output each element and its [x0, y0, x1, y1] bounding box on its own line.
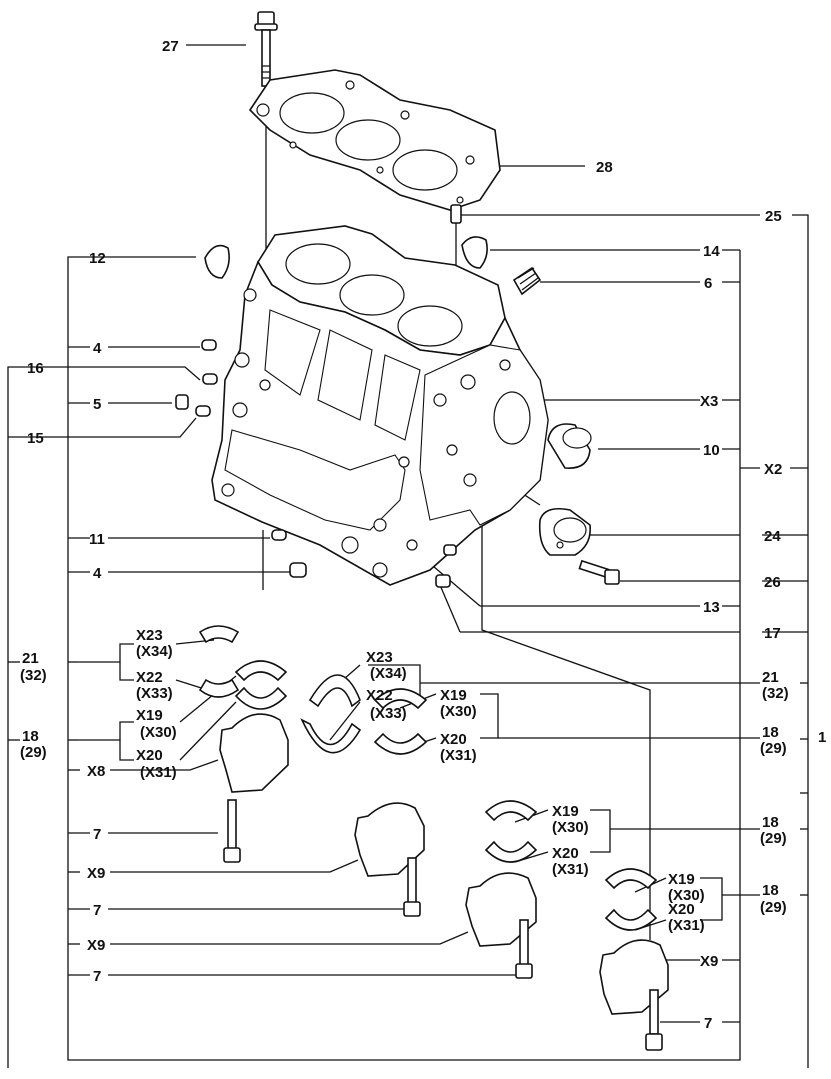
label-X19-left: X19 [136, 707, 163, 724]
label-X31-right: (X31) [668, 917, 705, 934]
label-7-fourth: 7 [704, 1015, 712, 1032]
label-7-second: 7 [93, 902, 101, 919]
thrust-washers-left [198, 625, 240, 698]
label-24: 24 [764, 528, 781, 545]
label-18-right: 18 [762, 882, 779, 899]
label-7-third: 7 [93, 968, 101, 985]
label-28: 28 [596, 159, 613, 176]
label-X31-left: (X31) [140, 764, 177, 781]
label-X34-center: (X34) [370, 665, 407, 682]
label-18-left: 18 [22, 728, 39, 745]
label-X9-first: X9 [87, 865, 105, 882]
label-25: 25 [765, 208, 782, 225]
label-14: 14 [703, 243, 720, 260]
label-21-right: 21 [762, 669, 779, 686]
cap-bolts [223, 799, 663, 1051]
label-1: 1 [818, 729, 826, 746]
label-29-upper: (29) [760, 740, 787, 757]
label-X31-mid: (X31) [552, 861, 589, 878]
label-18-mid: 18 [762, 814, 779, 831]
head-gasket-part [248, 69, 501, 211]
head-bolt-part [254, 11, 278, 87]
label-29-mid: (29) [760, 830, 787, 847]
label-X9-third: X9 [700, 953, 718, 970]
label-X19-mid: X19 [552, 803, 579, 820]
label-18-upper: 18 [762, 724, 779, 741]
label-X20-mid: X20 [552, 845, 579, 862]
cylinder-block-part [211, 225, 549, 586]
threaded-plug-part [512, 266, 542, 296]
label-X19-center: X19 [440, 687, 467, 704]
label-X30-center: (X30) [440, 703, 477, 720]
expansion-plugs [204, 236, 488, 279]
label-15: 15 [27, 430, 44, 447]
label-X20-left: X20 [136, 747, 163, 764]
label-X34-left: (X34) [136, 643, 173, 660]
label-X30-right: (X30) [668, 887, 705, 904]
small-plugs [175, 339, 457, 588]
label-X31-center: (X31) [440, 747, 477, 764]
bearing-caps [219, 713, 669, 1015]
label-21-left: 21 [22, 650, 39, 667]
label-7-first: 7 [93, 826, 101, 843]
label-X33-left: (X33) [136, 685, 173, 702]
bearing-housing-part [538, 507, 620, 585]
label-26: 26 [764, 574, 781, 591]
label-16: 16 [27, 360, 44, 377]
label-X30-mid: (X30) [552, 819, 589, 836]
label-6: 6 [704, 275, 712, 292]
label-32-left: (32) [20, 667, 47, 684]
label-12: 12 [89, 250, 106, 267]
bearing-shells [234, 660, 658, 931]
label-27: 27 [162, 38, 179, 55]
label-X30-left: (X30) [140, 724, 177, 741]
bushing-part [547, 423, 592, 469]
thrust-washer-center [300, 674, 362, 754]
label-X19-right: X19 [668, 871, 695, 888]
label-X9-second: X9 [87, 937, 105, 954]
label-17: 17 [764, 625, 781, 642]
label-29-right: (29) [760, 899, 787, 916]
label-X23-center: X23 [366, 649, 393, 666]
label-X22-center: X22 [366, 687, 393, 704]
label-X8: X8 [87, 763, 105, 780]
label-4-bottom: 4 [93, 565, 102, 582]
label-32-right: (32) [762, 685, 789, 702]
label-13: 13 [703, 599, 720, 616]
label-11: 11 [89, 531, 105, 548]
label-5: 5 [93, 396, 101, 413]
label-4-top: 4 [93, 340, 102, 357]
label-X3: X3 [700, 393, 718, 410]
label-X20-center: X20 [440, 731, 467, 748]
label-10: 10 [703, 442, 720, 459]
label-X22-left: X22 [136, 669, 163, 686]
label-X2: X2 [764, 461, 782, 478]
label-29-left: (29) [20, 744, 47, 761]
label-X23-left: X23 [136, 627, 163, 644]
callout-labels: 27 28 25 14 12 6 4 16 5 15 X3 10 X2 11 2… [20, 38, 826, 1032]
label-X33-center: (X33) [370, 705, 407, 722]
dowel-pin-part [450, 204, 462, 224]
label-X20-right: X20 [668, 901, 695, 918]
